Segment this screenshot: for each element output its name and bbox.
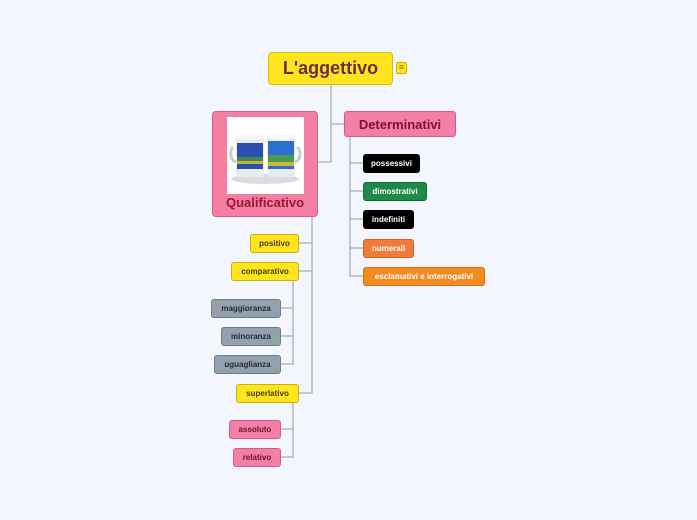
topic-maggioranza[interactable]: maggioranza [211,299,281,318]
topic-dimostrativi[interactable]: dimostrativi [363,182,427,201]
note-icon[interactable]: ≡ [396,62,407,74]
topic-possessivi[interactable]: possessivi [363,154,420,173]
topic-comparativo[interactable]: comparativo [231,262,299,281]
topic-positivo[interactable]: positivo [250,234,299,253]
topic-assoluto[interactable]: assoluto [229,420,281,439]
topic-uguaglianza[interactable]: uguaglianza [214,355,281,374]
topic-determinativi[interactable]: Determinativi [344,111,456,137]
root-topic[interactable]: L'aggettivo [268,52,393,85]
topic-esclamativi-interrogativi[interactable]: esclamativi e interrogativi [363,267,485,286]
topic-numerali[interactable]: numerali [363,239,414,258]
mugs-picture [227,117,304,194]
topic-minoranza[interactable]: minoranza [221,327,281,346]
topic-indefiniti[interactable]: indefiniti [363,210,414,229]
topic-relativo[interactable]: relativo [233,448,281,467]
topic-superlativo[interactable]: superlativo [236,384,299,403]
